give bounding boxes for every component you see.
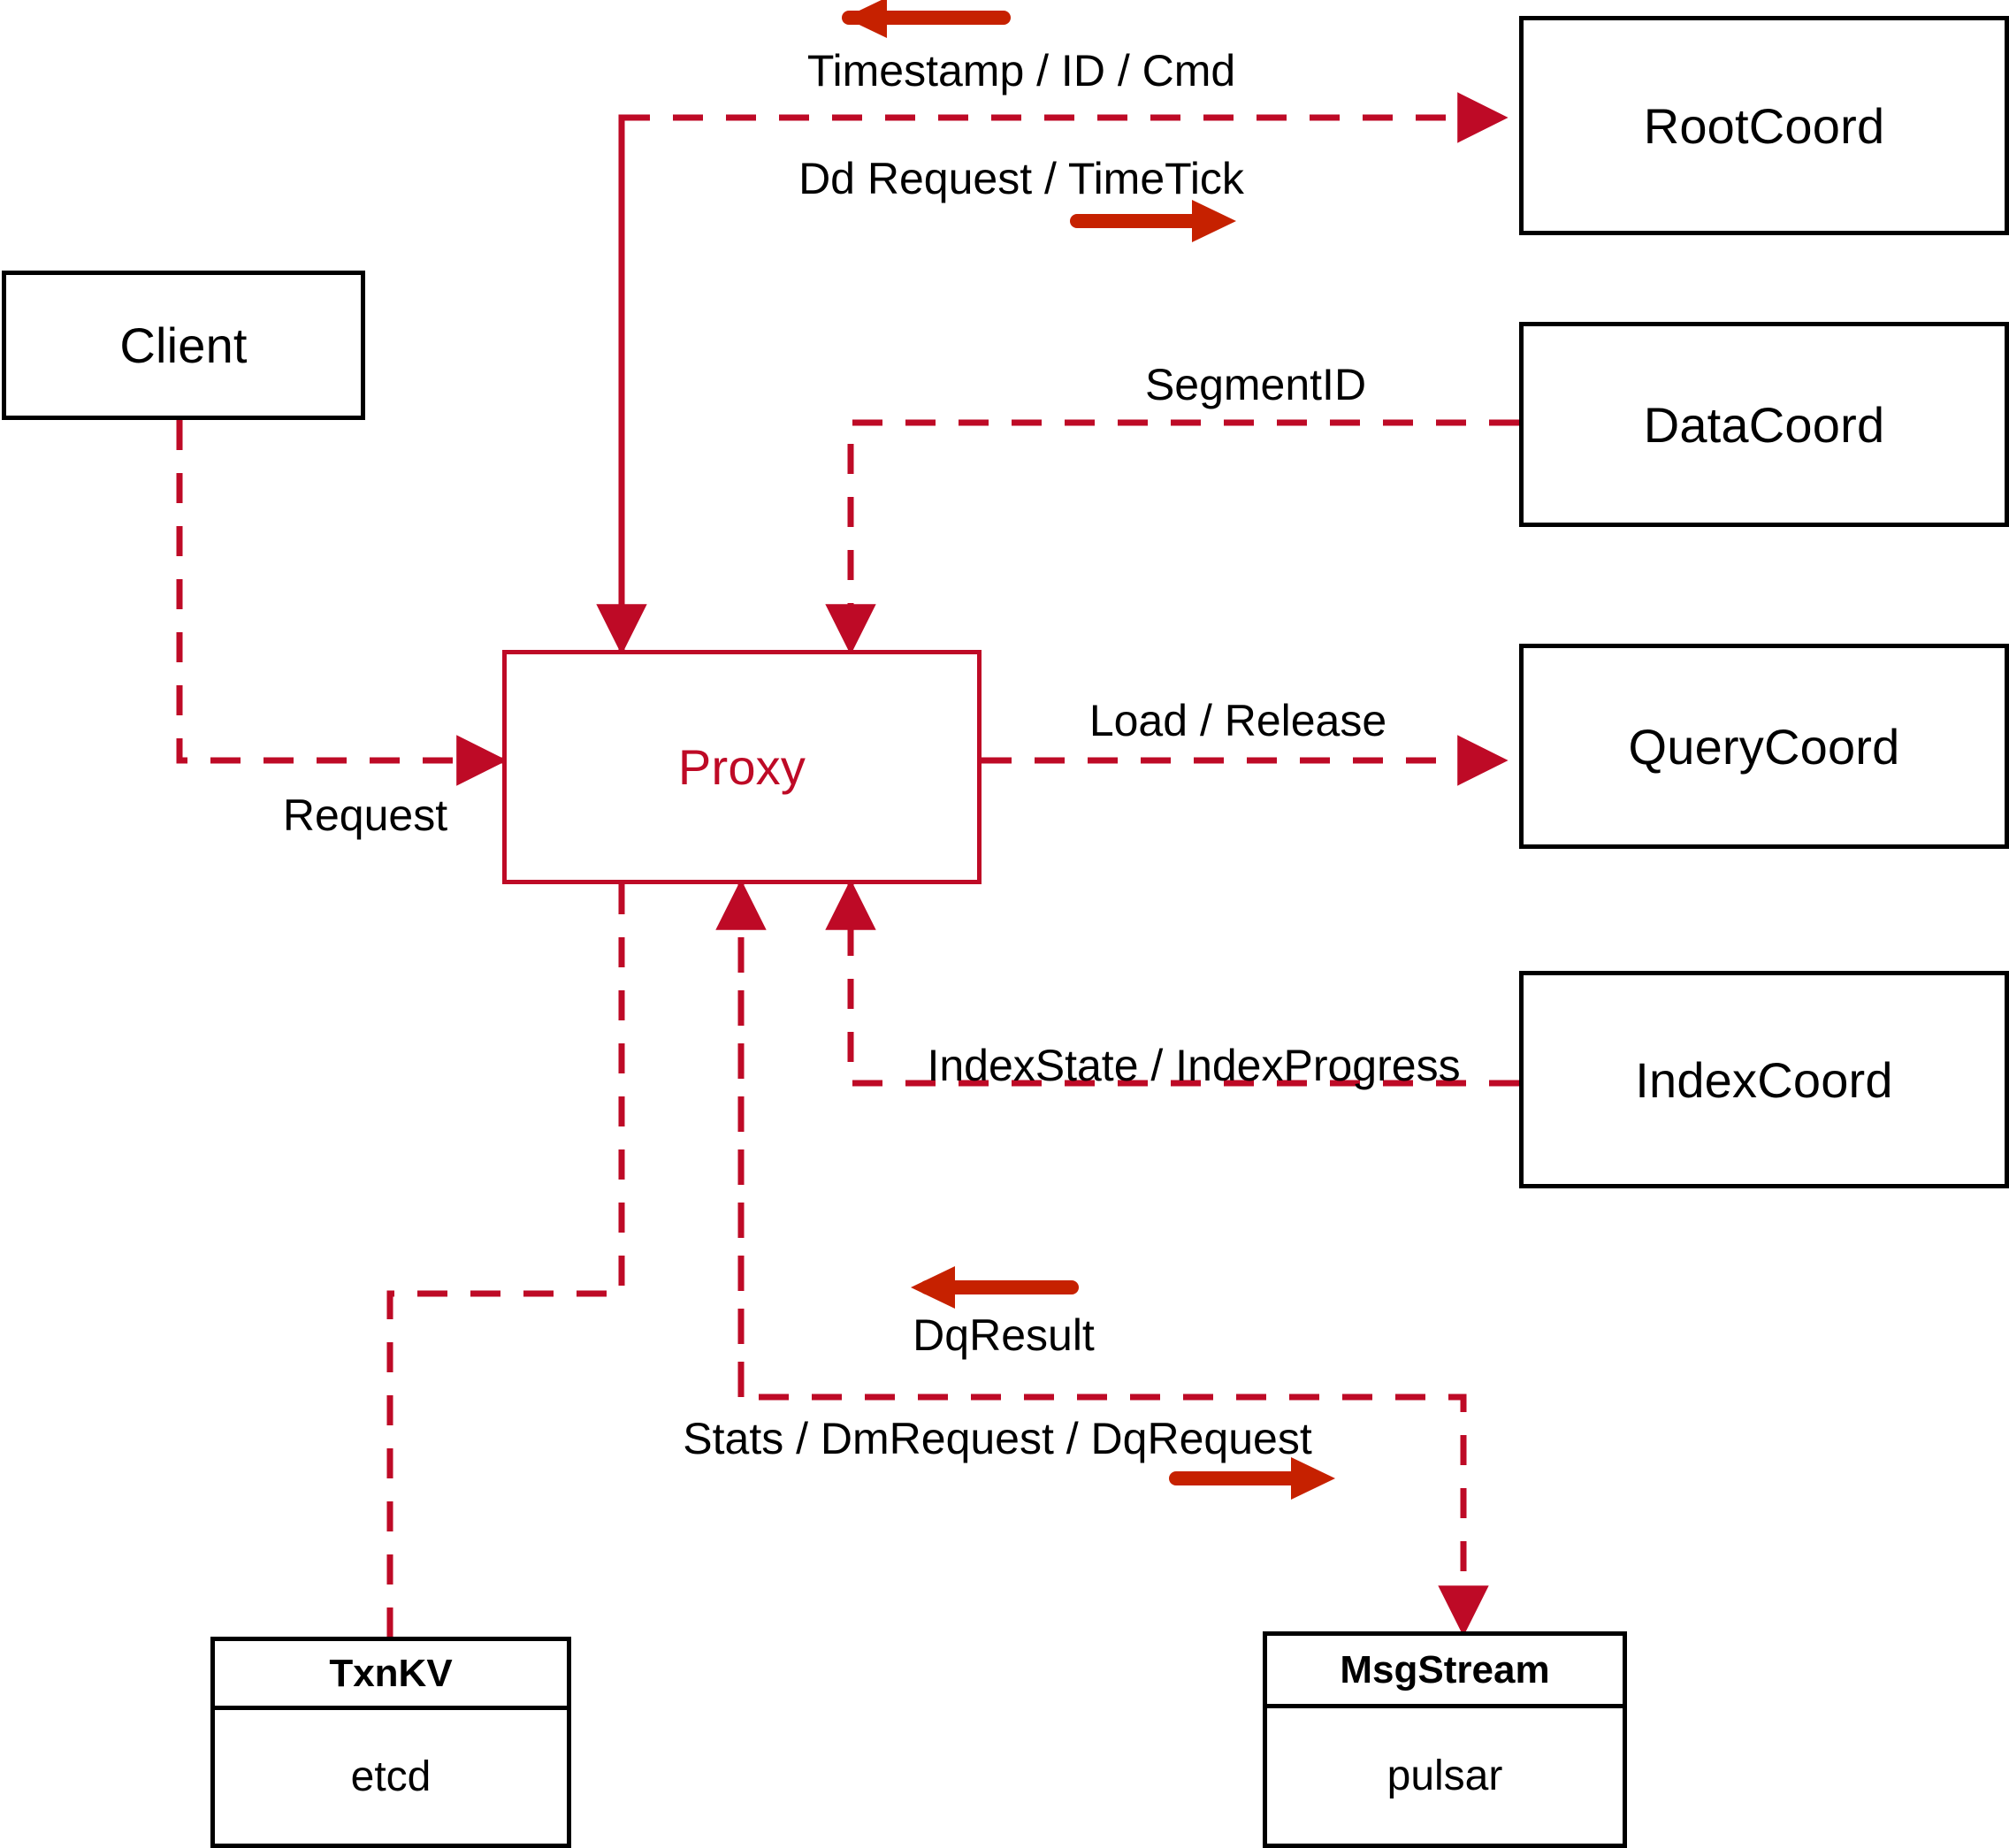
node-indexcoord[interactable]: IndexCoord <box>1519 971 2009 1188</box>
direction-arrow-timestamp-left <box>842 0 1011 38</box>
edge-label-request: Request <box>282 790 448 840</box>
edge-label-indexstate-indexprogress: IndexState / IndexProgress <box>927 1041 1461 1090</box>
edge-client-proxy <box>176 420 508 786</box>
edge-indexcoord-proxy <box>825 879 1519 1087</box>
edge-label-dd-request-timetick: Dd Request / TimeTick <box>798 154 1244 203</box>
node-datacoord-label: DataCoord <box>1643 396 1885 453</box>
node-msgstream-body-label: pulsar <box>1386 1753 1503 1799</box>
node-msgstream-header-label: MsgStream <box>1340 1647 1550 1691</box>
edge-proxy-rootcoord <box>596 92 1509 655</box>
node-client-label: Client <box>119 317 248 373</box>
node-msgstream[interactable]: MsgStream pulsar <box>1263 1631 1627 1848</box>
direction-arrow-dqresult-left <box>911 1266 1079 1309</box>
node-indexcoord-label: IndexCoord <box>1635 1051 1893 1108</box>
node-querycoord-label: QueryCoord <box>1628 718 1900 775</box>
node-proxy[interactable]: Proxy <box>502 650 982 884</box>
node-rootcoord-label: RootCoord <box>1643 97 1885 154</box>
edge-proxy-txnkv <box>386 884 625 1637</box>
edge-label-stats-dmrequest-dqrequest: Stats / DmRequest / DqRequest <box>683 1414 1312 1463</box>
node-msgstream-body: pulsar <box>1267 1708 1623 1844</box>
node-txnkv-body-label: etcd <box>350 1753 432 1800</box>
direction-arrow-ddrequest-right <box>1070 200 1236 242</box>
node-txnkv-body: etcd <box>215 1710 567 1844</box>
node-datacoord[interactable]: DataCoord <box>1519 322 2009 527</box>
edge-proxy-msgstream <box>715 879 1489 1637</box>
node-txnkv-header-label: TxnKV <box>329 1651 453 1695</box>
direction-arrow-stats-right <box>1169 1457 1335 1500</box>
node-rootcoord[interactable]: RootCoord <box>1519 16 2009 235</box>
node-msgstream-header: MsgStream <box>1267 1636 1623 1708</box>
edge-label-load-release: Load / Release <box>1089 696 1387 745</box>
edge-label-segmentid: SegmentID <box>1144 360 1367 409</box>
node-txnkv-header: TxnKV <box>215 1641 567 1710</box>
node-txnkv[interactable]: TxnKV etcd <box>210 1637 571 1848</box>
node-querycoord[interactable]: QueryCoord <box>1519 644 2009 849</box>
node-proxy-label: Proxy <box>677 739 806 795</box>
edge-datacoord-proxy <box>825 419 1519 655</box>
node-client[interactable]: Client <box>2 271 365 420</box>
edge-label-timestamp-id-cmd: Timestamp / ID / Cmd <box>806 46 1236 95</box>
edge-label-dqresult: DqResult <box>913 1310 1095 1360</box>
